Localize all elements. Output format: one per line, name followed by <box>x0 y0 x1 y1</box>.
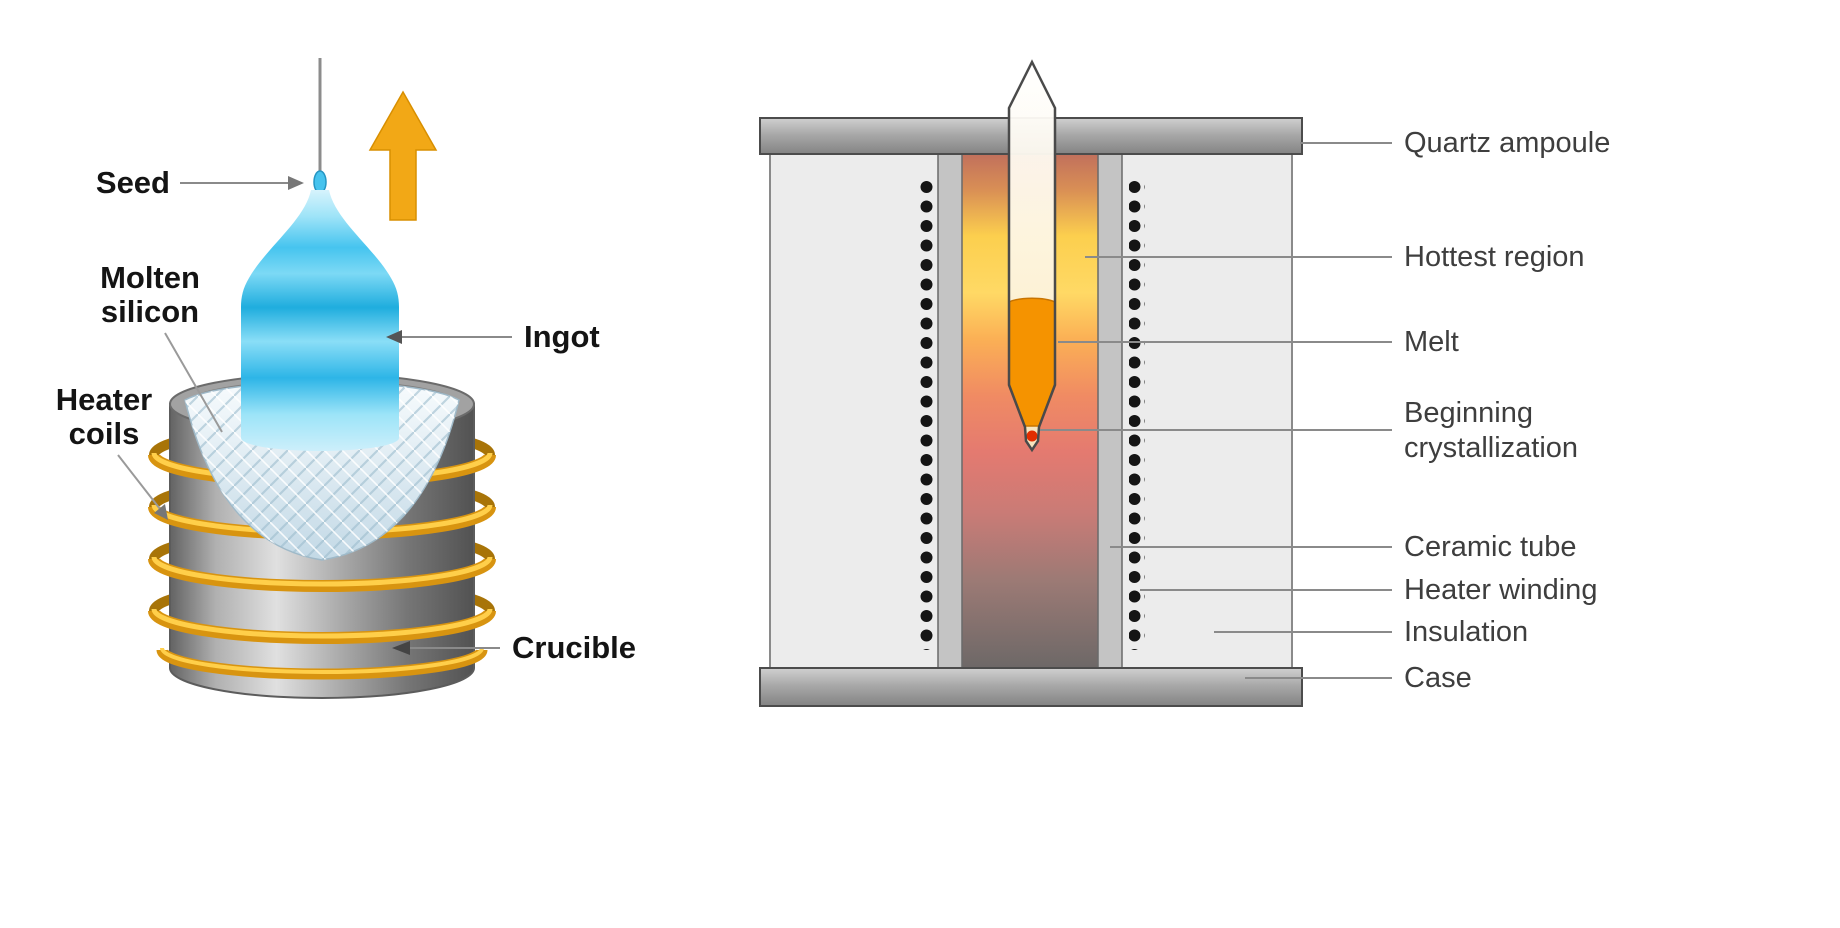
insulation-label: Insulation <box>1404 616 1528 648</box>
molten-silicon-leader-line <box>164 332 223 433</box>
bridgman-labels: Quartz ampoule Hottest region Melt Begin… <box>1040 127 1610 694</box>
quartz-ampoule <box>1007 59 1057 453</box>
melt-label: Melt <box>1404 326 1459 358</box>
crucible-arrowhead-icon <box>392 641 410 655</box>
bridgman-furnace-diagram: Quartz ampoule Hottest region Melt Begin… <box>759 59 1610 707</box>
beginning-crystallization-label-line2: crystallization <box>1404 432 1578 464</box>
ceramic-tube-right-wall <box>1097 153 1123 669</box>
ceramic-tube-label: Ceramic tube <box>1404 531 1576 563</box>
heater-winding-left <box>919 178 935 650</box>
ampoule-outline <box>1007 59 1057 453</box>
molten-silicon-label-line2: silicon <box>101 294 199 329</box>
heater-coils-label-line1: Heater <box>56 382 153 417</box>
heater-coils-leader-line <box>117 454 161 510</box>
coil-front-highlight <box>151 608 493 639</box>
ingot-arrowhead-icon <box>386 330 402 344</box>
pull-direction-arrow <box>368 90 438 221</box>
crucible-label: Crucible <box>512 630 636 665</box>
heater-coils-arrowhead-icon <box>154 504 168 520</box>
heater-winding-right <box>1129 178 1145 650</box>
coil-front-highlight <box>160 647 484 674</box>
czochralski-diagram: Seed Molten silicon Heater coils Ingot C… <box>56 58 636 699</box>
ceramic-tube-left-wall <box>937 153 963 669</box>
case-label: Case <box>1404 662 1472 694</box>
hottest-region-label: Hottest region <box>1404 241 1585 273</box>
ingot <box>241 190 399 451</box>
quartz-ampoule-label: Quartz ampoule <box>1404 127 1610 159</box>
ingot-label: Ingot <box>524 319 600 354</box>
coil-front-highlight <box>151 556 493 587</box>
beginning-crystallization-label-line1: Beginning <box>1404 397 1533 429</box>
seed-arrowhead-icon <box>288 176 304 190</box>
seed-crystal <box>313 170 327 194</box>
melt-fill <box>1008 297 1056 427</box>
crystallization-dot <box>1026 430 1038 442</box>
seed-label: Seed <box>96 165 170 200</box>
case-bottom-plate <box>759 667 1303 707</box>
heater-coils-label-line2: coils <box>69 416 140 451</box>
czochralski-labels: Seed Molten silicon Heater coils Ingot C… <box>56 165 636 665</box>
molten-silicon-label-line1: Molten <box>100 260 200 295</box>
heater-winding-label: Heater winding <box>1404 574 1597 606</box>
